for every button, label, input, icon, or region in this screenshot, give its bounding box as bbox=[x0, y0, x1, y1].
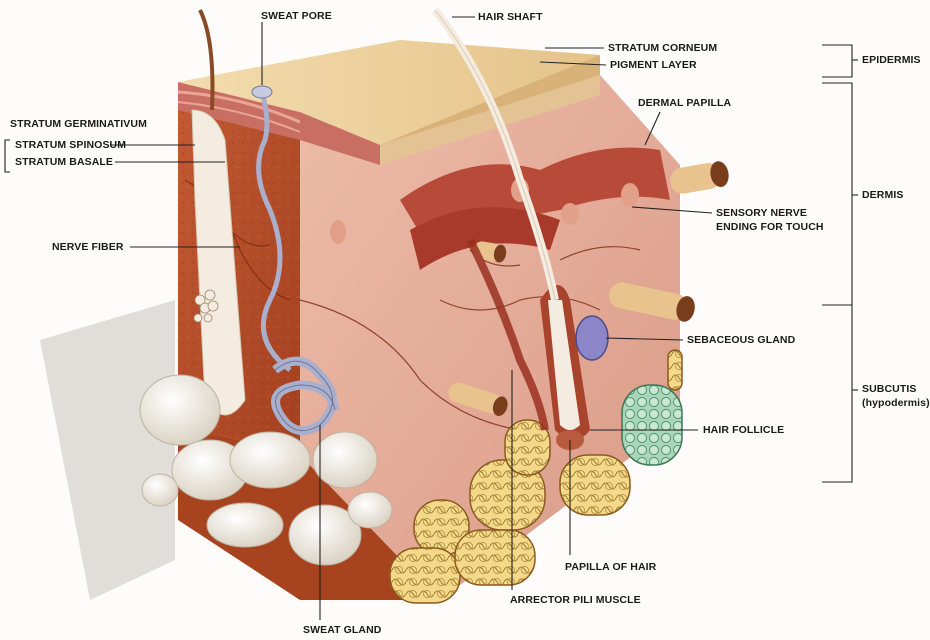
label-subcutis: SUBCUTIS (hypodermis) bbox=[862, 382, 930, 410]
label-pigment-layer: PIGMENT LAYER bbox=[610, 59, 697, 71]
sebaceous-gland-shape bbox=[576, 316, 608, 360]
label-sweat-gland: SWEAT GLAND bbox=[303, 624, 381, 636]
green-lobules bbox=[622, 385, 682, 465]
label-arrector-pili-muscle: ARRECTOR PILI MUSCLE bbox=[510, 594, 641, 606]
label-subcutis-line1: SUBCUTIS bbox=[862, 382, 930, 396]
label-hair-follicle: HAIR FOLLICLE bbox=[703, 424, 784, 436]
label-stratum-basale: STRATUM BASALE bbox=[15, 156, 113, 168]
label-sweat-pore: SWEAT PORE bbox=[261, 10, 332, 22]
label-epidermis: EPIDERMIS bbox=[862, 54, 921, 66]
sweat-pore-shape bbox=[252, 86, 272, 98]
label-sensory-nerve-line1: SENSORY NERVE bbox=[716, 206, 824, 220]
label-subcutis-line2: (hypodermis) bbox=[862, 396, 930, 410]
label-dermal-papilla: DERMAL PAPILLA bbox=[638, 97, 731, 109]
label-sensory-nerve-ending: SENSORY NERVE ENDING FOR TOUCH bbox=[716, 206, 824, 234]
label-stratum-spinosum: STRATUM SPINOSUM bbox=[15, 139, 126, 151]
label-sebaceous-gland: SEBACEOUS GLAND bbox=[687, 334, 795, 346]
label-sensory-nerve-line2: ENDING FOR TOUCH bbox=[716, 220, 824, 234]
label-hair-shaft: HAIR SHAFT bbox=[478, 11, 543, 23]
label-stratum-corneum: STRATUM CORNEUM bbox=[608, 42, 717, 54]
label-stratum-germinativum: STRATUM GERMINATIVUM bbox=[10, 118, 147, 130]
label-nerve-fiber: NERVE FIBER bbox=[52, 241, 124, 253]
drop-shadow bbox=[40, 300, 175, 600]
label-papilla-of-hair: PAPILLA OF HAIR bbox=[565, 561, 656, 573]
label-dermis: DERMIS bbox=[862, 189, 903, 201]
